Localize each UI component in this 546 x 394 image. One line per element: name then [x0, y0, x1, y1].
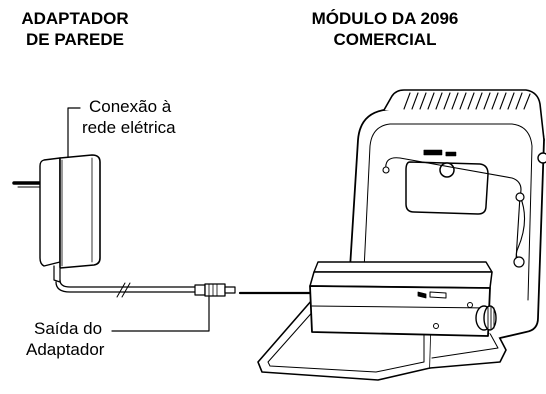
mains-connection-line1: Conexão à	[89, 97, 172, 116]
adapter-output-leader	[111, 296, 210, 332]
module-heading-line2: COMERCIAL	[333, 30, 437, 49]
mains-connection-leader	[67, 107, 81, 158]
module-heading: MÓDULO DA 2096 COMERCIAL	[290, 8, 480, 50]
adapter-heading-line2: DE PAREDE	[26, 30, 124, 49]
module-2096-icon	[257, 89, 546, 381]
module-heading-line1: MÓDULO DA 2096	[311, 9, 459, 28]
wall-adapter-icon	[12, 154, 236, 298]
adapter-heading: ADAPTADOR DE PAREDE	[0, 8, 150, 50]
adapter-output-label: Saída do Adaptador	[26, 318, 104, 360]
mains-connection-label: Conexão à rede elétrica	[82, 96, 176, 138]
adapter-heading-line1: ADAPTADOR	[21, 9, 129, 28]
mains-connection-line2: rede elétrica	[82, 118, 176, 137]
adapter-output-line1: Saída do	[34, 319, 103, 338]
adapter-output-line2: Adaptador	[26, 340, 105, 359]
